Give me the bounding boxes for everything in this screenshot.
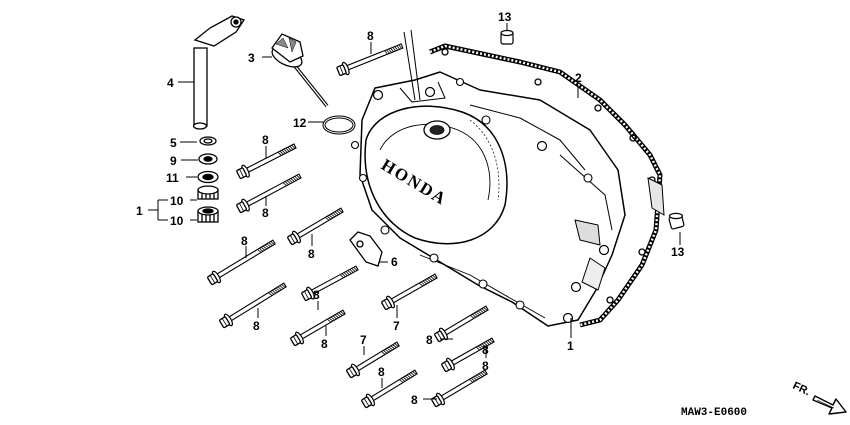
callout-11: 11 xyxy=(166,171,179,185)
callout-1-left: 1 xyxy=(136,204,143,218)
flange-bolt-13 xyxy=(431,369,488,408)
flange-bolt-11 xyxy=(434,305,489,343)
snap-ring-part-5 xyxy=(199,136,217,146)
callout-4: 4 xyxy=(167,76,174,90)
callout-12: 12 xyxy=(293,116,307,130)
callout-9: 9 xyxy=(170,154,177,168)
bearing-part-11 xyxy=(197,170,219,184)
flange-bolt-10 xyxy=(346,341,400,379)
callout-labels: 13 3 8 2 4 12 5 9 11 1 10 10 8 8 8 8 8 6… xyxy=(136,10,685,407)
bolt-group xyxy=(207,43,495,409)
callout-8-i: 8 xyxy=(482,359,489,373)
leader-lines xyxy=(148,23,681,400)
callout-8-g: 8 xyxy=(321,337,328,351)
flange-bolt-6 xyxy=(219,282,287,329)
front-direction-indicator: FR. xyxy=(791,380,847,415)
clutch-cover-part-1: HONDA xyxy=(350,71,626,327)
flange-bolt-5 xyxy=(207,239,276,286)
rod-part-4 xyxy=(192,15,246,130)
flange-bolt-4 xyxy=(287,207,344,246)
callout-6: 6 xyxy=(391,255,398,269)
oil-seal-part-9 xyxy=(198,153,218,165)
flange-bolt-1 xyxy=(336,43,404,76)
diagram-code: MAW3-E0600 xyxy=(681,407,747,419)
callout-10-bottom: 10 xyxy=(170,214,184,228)
callout-8-j-left: 8 xyxy=(378,365,385,379)
callout-1-right: 1 xyxy=(567,339,574,353)
front-arrow-icon xyxy=(812,395,847,415)
callout-8-e: 8 xyxy=(253,319,260,333)
callout-5: 5 xyxy=(170,136,177,150)
flange-bolt-14 xyxy=(441,337,495,373)
callout-8-l: 8 xyxy=(482,343,489,357)
callout-8-c: 8 xyxy=(308,247,315,261)
callout-8-b: 8 xyxy=(262,206,269,220)
callout-13-right: 13 xyxy=(671,245,685,259)
callout-2: 2 xyxy=(575,71,582,85)
dowel-pin-part-13-right xyxy=(668,212,685,230)
flange-bolt-8 xyxy=(290,309,346,347)
callout-10-top: 10 xyxy=(170,194,184,208)
callout-8-f: 8 xyxy=(313,288,320,302)
needle-bearing-part-10-bottom xyxy=(197,206,219,223)
flange-bolt-12 xyxy=(361,369,418,409)
front-label: FR. xyxy=(791,380,812,398)
o-ring-part-12 xyxy=(322,115,356,135)
callout-8-k: 8 xyxy=(411,393,418,407)
needle-bearing-part-10-top xyxy=(197,185,219,200)
dowel-pin-part-13-top xyxy=(500,29,514,45)
callout-13-top: 13 xyxy=(498,10,512,24)
callout-7-b: 7 xyxy=(360,333,367,347)
callout-3: 3 xyxy=(248,51,255,65)
flange-bolt-9 xyxy=(381,273,438,311)
flange-bolt-2 xyxy=(236,143,297,180)
callout-8-h: 8 xyxy=(426,333,433,347)
oil-filler-cap-part-3 xyxy=(271,33,329,108)
flange-bolt-7 xyxy=(301,265,359,302)
seal-stack xyxy=(197,136,219,223)
callout-8-top: 8 xyxy=(367,29,374,43)
callout-8-d: 8 xyxy=(241,234,248,248)
flange-bolt-3 xyxy=(236,173,302,214)
gasket-part-2 xyxy=(429,43,665,328)
callout-8-a: 8 xyxy=(262,133,269,147)
callout-7-a: 7 xyxy=(393,319,400,333)
clamp-part-6 xyxy=(349,231,383,267)
